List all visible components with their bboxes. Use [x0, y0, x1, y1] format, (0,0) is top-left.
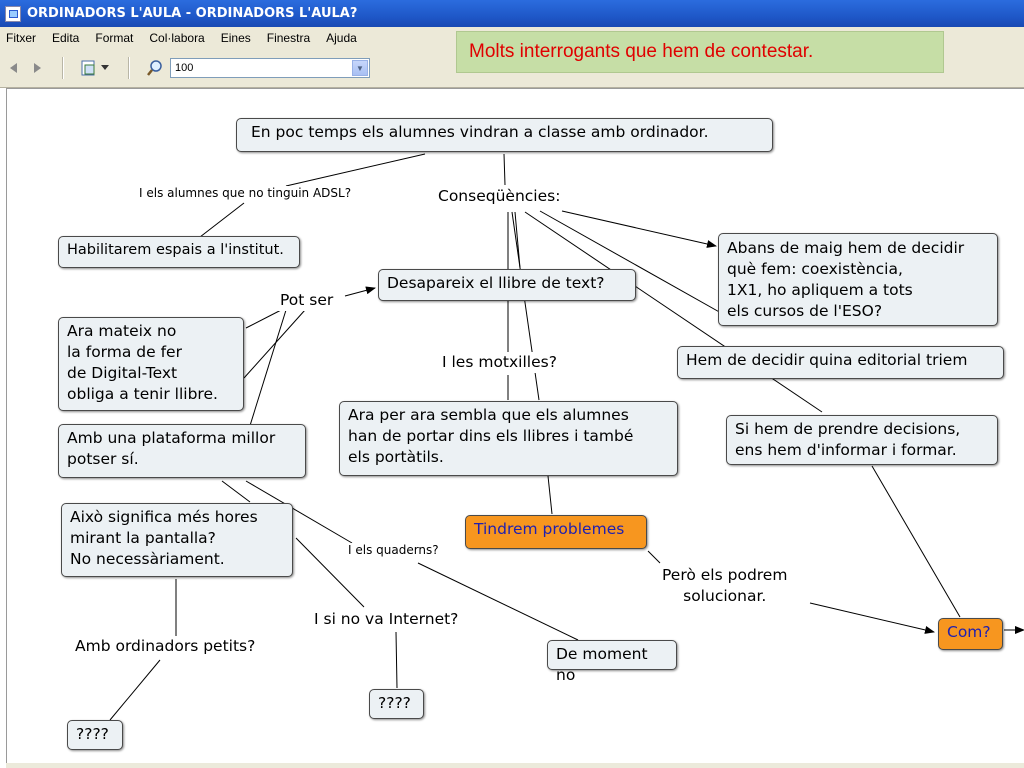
- dropdown-arrow-icon[interactable]: ▼: [352, 60, 368, 76]
- toolbar-separator: [128, 57, 130, 79]
- title-bar: ORDINADORS L'AULA - ORDINADORS L'AULA?: [0, 0, 1024, 27]
- app-icon: [5, 5, 21, 22]
- zoom-select[interactable]: 100 ▼: [170, 58, 370, 78]
- linking-phrase-consequencies[interactable]: Conseqüències:: [436, 186, 563, 207]
- linking-phrase-motxilles[interactable]: I les motxilles?: [440, 352, 559, 373]
- menu-edita[interactable]: Edita: [52, 31, 80, 45]
- horizontal-scrollbar[interactable]: [6, 763, 1024, 768]
- linking-phrase-podrem[interactable]: Però els podrem solucionar.: [660, 565, 790, 607]
- linking-phrase-petits[interactable]: Amb ordinadors petits?: [73, 636, 258, 657]
- menu-collabora[interactable]: Col·labora: [149, 31, 205, 45]
- menu-format[interactable]: Format: [95, 31, 134, 45]
- menu-fitxer[interactable]: Fitxer: [6, 31, 36, 45]
- menu-eines[interactable]: Eines: [220, 31, 251, 45]
- concept-de-moment-no[interactable]: De moment no: [547, 640, 677, 684]
- concept-abans-maig[interactable]: Abans de maig hem de decidir què fem: co…: [718, 233, 998, 326]
- concept-question-internet[interactable]: ????: [369, 689, 424, 719]
- concept-com[interactable]: Com?: [938, 618, 1003, 650]
- concept-editorial[interactable]: Hem de decidir quina editorial triem: [677, 346, 1004, 379]
- page-settings-dropdown-icon[interactable]: [100, 59, 110, 77]
- concept-decisions[interactable]: Si hem de prendre decisions, ens hem d'i…: [726, 415, 998, 465]
- concept-question-petits[interactable]: ????: [67, 720, 123, 750]
- concept-root[interactable]: En poc temps els alumnes vindran a class…: [236, 118, 773, 152]
- zoom-value: 100: [175, 62, 194, 74]
- forward-arrow-icon[interactable]: [28, 59, 46, 77]
- window-title: ORDINADORS L'AULA - ORDINADORS L'AULA?: [27, 6, 358, 21]
- menu-finestra[interactable]: Finestra: [266, 31, 311, 45]
- linking-phrase-pot-ser[interactable]: Pot ser: [278, 290, 336, 311]
- zoom-icon[interactable]: [146, 59, 164, 77]
- back-arrow-icon[interactable]: [5, 59, 23, 77]
- page-settings-icon[interactable]: [80, 59, 98, 77]
- concept-plataforma[interactable]: Amb una plataforma millor potser sí.: [58, 424, 306, 478]
- linking-phrase-quaderns[interactable]: I els quaderns?: [346, 543, 441, 558]
- concept-ara-mateix[interactable]: Ara mateix no la forma de fer de Digital…: [58, 317, 244, 411]
- concept-habilitarem[interactable]: Habilitarem espais a l'institut.: [58, 236, 300, 268]
- overlay-note: Molts interrogants que hem de contestar.: [456, 31, 944, 73]
- concept-ara-per-ara[interactable]: Ara per ara sembla que els alumnes han d…: [339, 401, 678, 476]
- menu-ajuda[interactable]: Ajuda: [326, 31, 357, 45]
- toolbar-separator: [62, 57, 64, 79]
- linking-phrase-adsl[interactable]: I els alumnes que no tinguin ADSL?: [137, 186, 354, 201]
- concept-tindrem-problemes[interactable]: Tindrem problemes: [465, 515, 647, 549]
- linking-phrase-internet[interactable]: I si no va Internet?: [312, 609, 461, 630]
- concept-aixo-significa[interactable]: Això significa més hores mirant la panta…: [61, 503, 293, 577]
- concept-desapareix[interactable]: Desapareix el llibre de text?: [378, 269, 636, 301]
